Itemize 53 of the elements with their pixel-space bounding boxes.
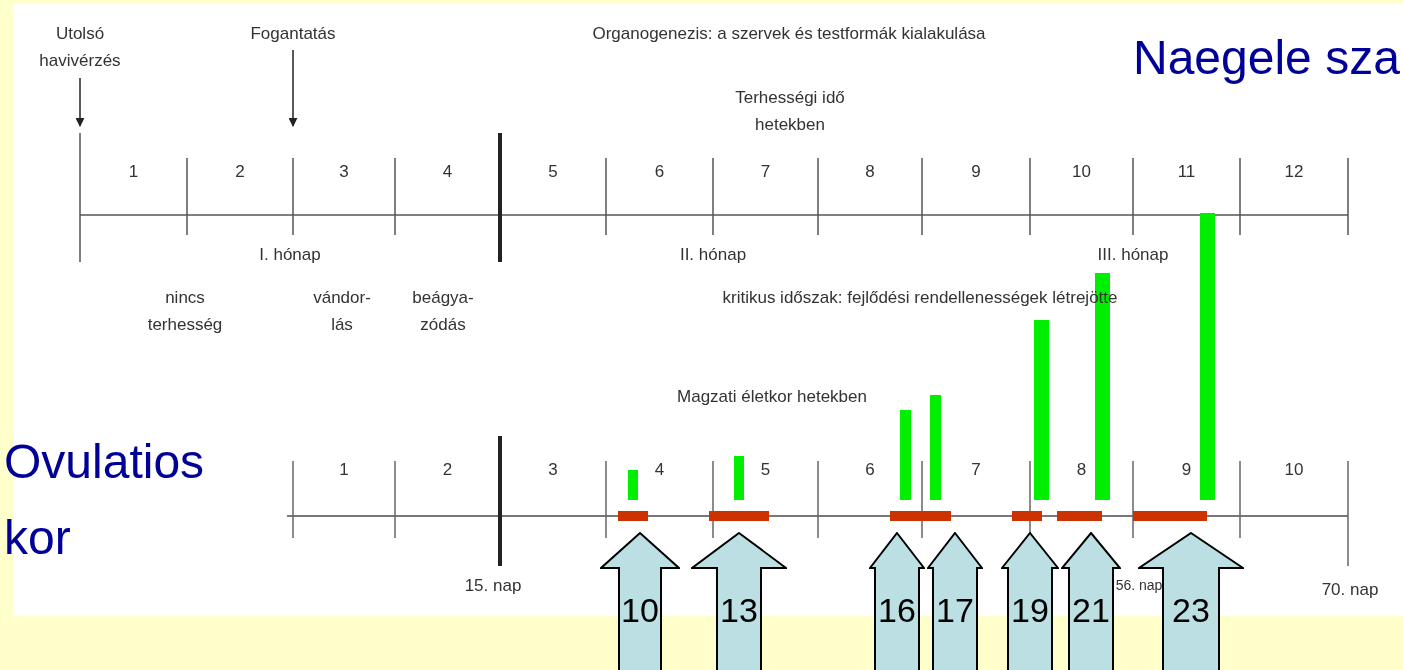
timeline-label: 56. nap: [1115, 576, 1163, 595]
arrow-number: 19: [1011, 590, 1049, 631]
timeline-label: 8: [865, 161, 875, 183]
timeline-label: 1: [339, 459, 349, 481]
pointer-callout: [869, 532, 925, 670]
timeline-label: 3: [548, 459, 558, 481]
pointer-callout: [927, 532, 983, 670]
timeline-label: 3: [339, 161, 349, 183]
timeline-label: Organogenezis: a szervek és testformák kialakulása: [592, 23, 986, 45]
heading-text: Ovulatios kor: [4, 434, 206, 566]
heading-text: Naegele sza: [1133, 30, 1400, 86]
timeline-label: 7: [760, 161, 771, 183]
timeline-label: 15. nap: [464, 575, 522, 597]
timeline-label: 5: [760, 459, 771, 481]
timeline-label: 1: [128, 161, 139, 183]
timeline-label: 4: [654, 459, 665, 481]
timeline-label: 6: [865, 459, 875, 481]
arrow-number: 13: [720, 590, 758, 631]
timeline-label: 7: [971, 459, 981, 481]
timeline-label: 8: [1076, 459, 1087, 481]
timeline-label: I. hónap: [259, 244, 321, 266]
timeline-label: Terhességi idő hetekben: [734, 87, 846, 136]
pointer-callout: [1001, 532, 1059, 670]
pointer-callout: [600, 532, 680, 670]
arrow-number: 23: [1172, 590, 1210, 631]
timeline-label: 10: [1072, 161, 1091, 183]
timeline-label: II. hónap: [679, 244, 747, 266]
timeline-label: nincs terhesség: [146, 287, 224, 336]
timeline-label: III. hónap: [1097, 244, 1169, 266]
timeline-label: 2: [442, 459, 453, 481]
timeline-label: 11: [1177, 161, 1196, 183]
timeline-label: 70. nap: [1321, 579, 1379, 601]
arrow-number: 17: [936, 590, 974, 631]
arrow: [75, 77, 85, 127]
timeline-label: Magzati életkor hetekben: [677, 386, 867, 408]
timeline-label: beágya- zódás: [411, 287, 475, 336]
pointer-callout: [1138, 532, 1244, 670]
timeline-label: 2: [235, 161, 245, 183]
pointer-callout: [691, 532, 787, 670]
timeline-label: 9: [1181, 459, 1192, 481]
timeline-label: 10: [1284, 459, 1304, 481]
arrow-number: 10: [621, 590, 659, 631]
event-label: Fogantatás: [233, 20, 353, 50]
timeline-label: 12: [1284, 161, 1304, 183]
timeline-label: 4: [442, 161, 453, 183]
timeline-label: 5: [548, 161, 558, 183]
timeline-label: 9: [971, 161, 981, 183]
event-label: Utolsó havivérzés: [25, 20, 135, 78]
arrow: [288, 49, 298, 127]
timeline-label: vándor- lás: [312, 287, 372, 336]
arrow-number: 16: [878, 590, 916, 631]
arrow-number: 21: [1072, 590, 1110, 631]
timeline-label: 6: [654, 161, 665, 183]
